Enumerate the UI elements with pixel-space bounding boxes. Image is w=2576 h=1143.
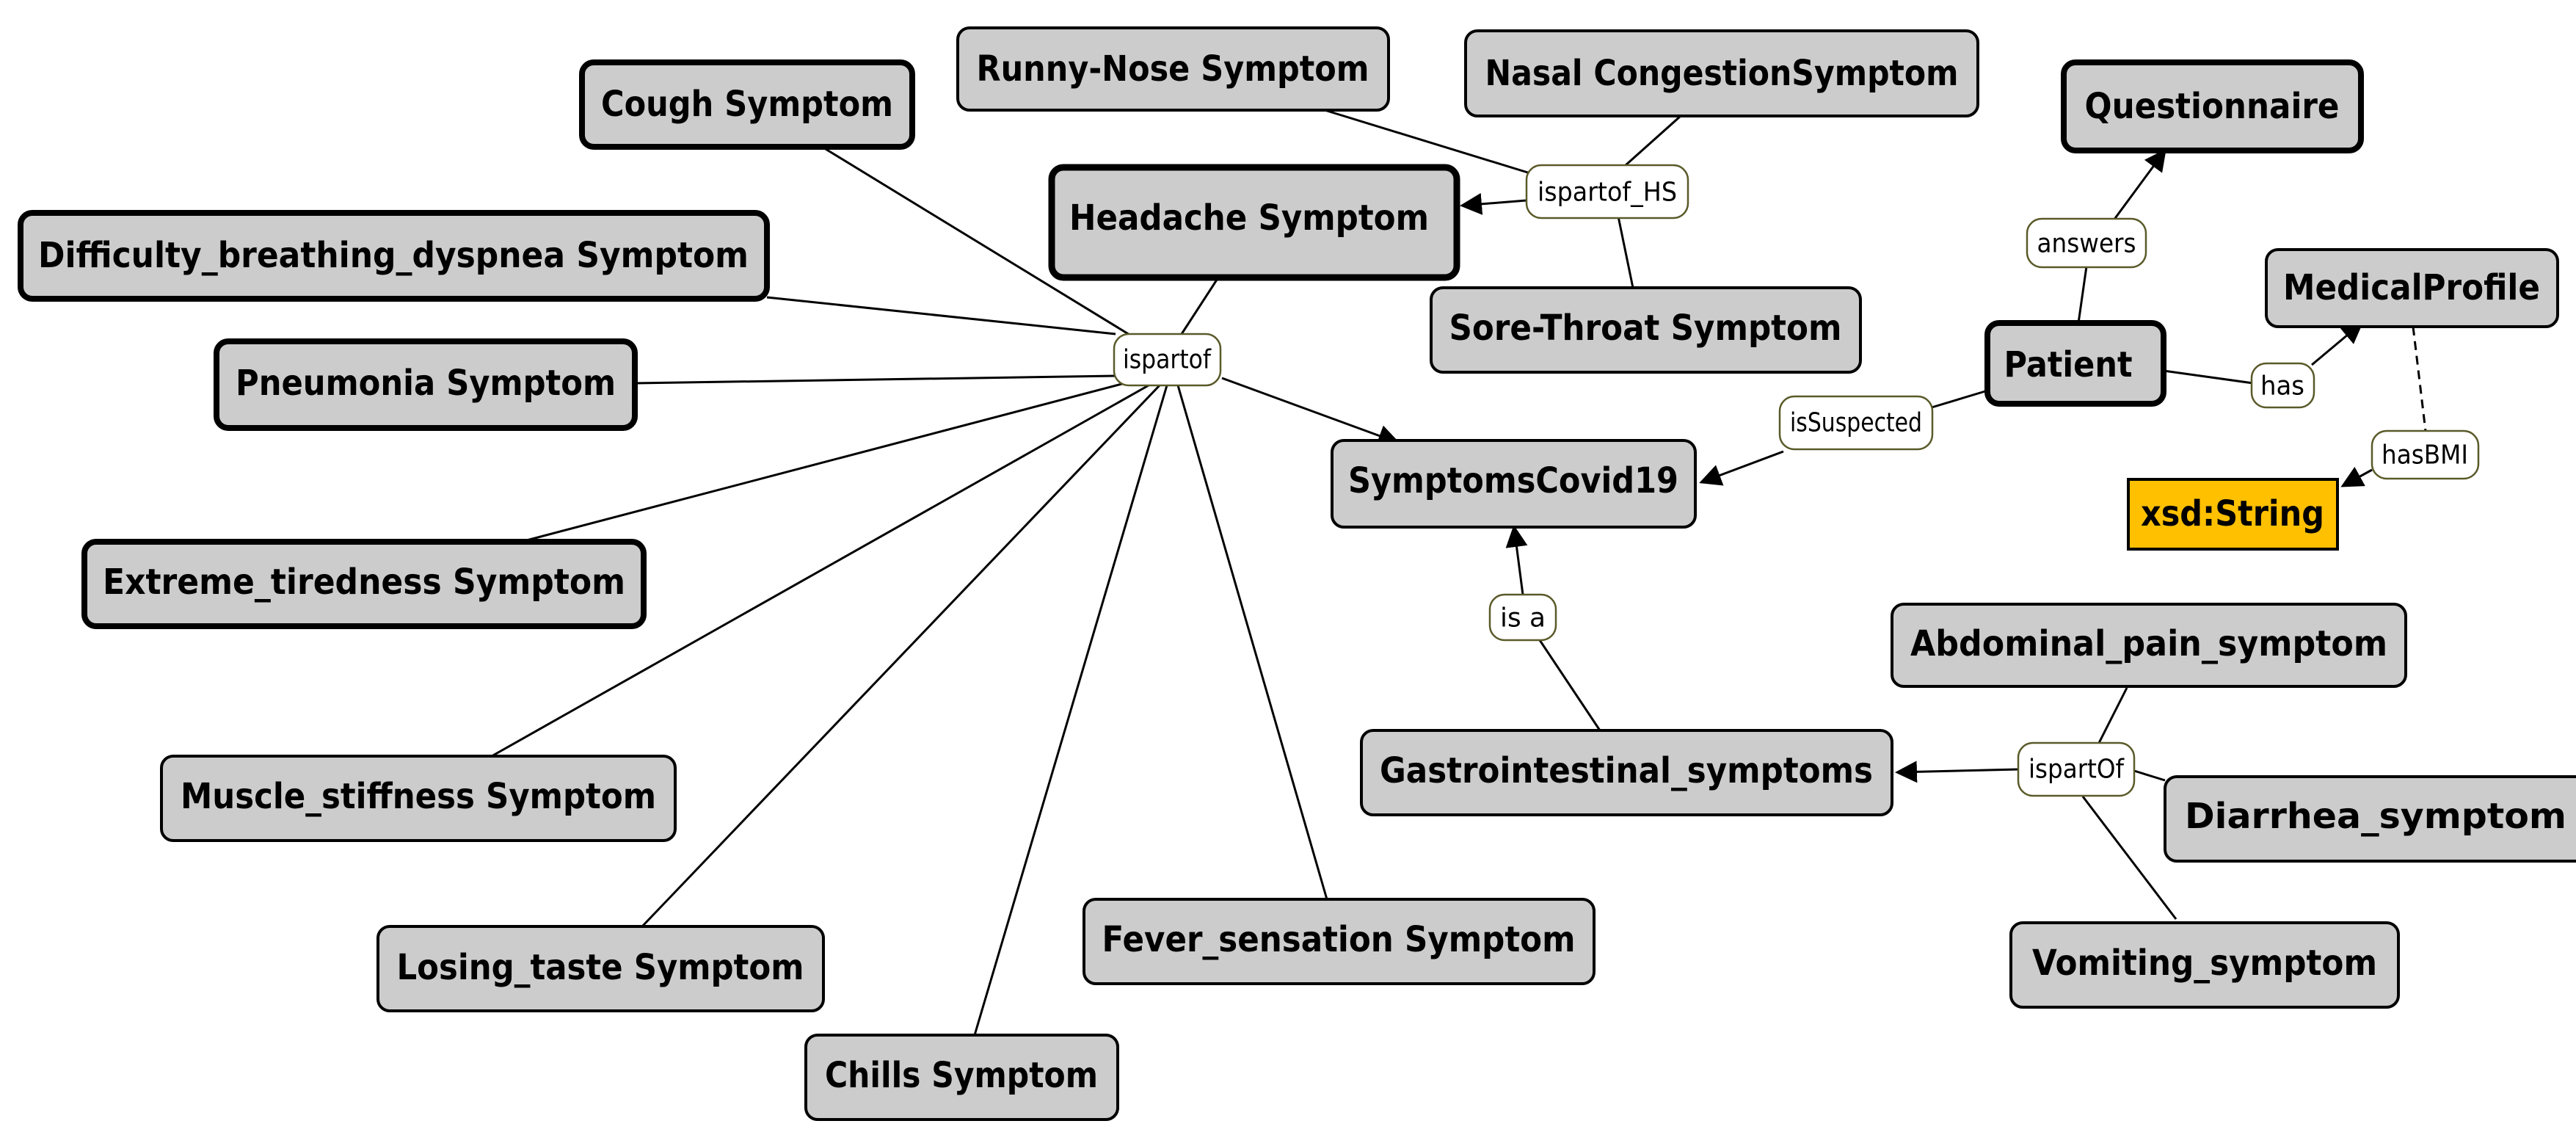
node-abdominal-pain[interactable]: Abdominal_pain_symptom: [1891, 603, 2407, 688]
node-label: Nasal CongestionSymptom: [1485, 53, 1959, 94]
node-label: Diarrhea_symptom: [2185, 796, 2566, 837]
edge-gastro-isa: [1538, 639, 1601, 731]
node-label: Muscle_stiffness Symptom: [181, 776, 656, 817]
relation-label: ispartOf: [2029, 755, 2125, 785]
edge-runnynose-ispartofhs: [1324, 109, 1531, 175]
node-medical-profile[interactable]: MedicalProfile: [2265, 248, 2559, 328]
edge-answers-questionnaire: [2112, 148, 2166, 221]
edge-headache-ispartof: [1180, 277, 1220, 335]
relation-ispartof-hs[interactable]: ispartof_HS: [1525, 164, 1689, 219]
edge-patient-has: [2163, 369, 2254, 385]
node-label: Gastrointestinal_symptoms: [1380, 750, 1873, 791]
edge-chills-ispartof: [973, 385, 1168, 1036]
nodes: Runny-Nose Symptom Nasal CongestionSympt…: [18, 26, 2576, 1121]
node-symptoms-covid19[interactable]: SymptomsCovid19: [1331, 439, 1697, 529]
node-label: Headache Symptom: [1069, 197, 1429, 239]
node-chills[interactable]: Chills Symptom: [804, 1034, 1119, 1121]
node-extreme-tiredness[interactable]: Extreme_tiredness Symptom: [81, 539, 647, 629]
relation-label: isSuspected: [1790, 408, 1922, 438]
edge-nasal-ispartofhs: [1625, 115, 1681, 167]
relation-hasbmi[interactable]: hasBMI: [2371, 429, 2480, 480]
node-label: MedicalProfile: [2283, 267, 2540, 308]
edges: [491, 109, 2427, 1036]
edge-patient-answers: [2077, 266, 2088, 324]
node-nasal-congestion[interactable]: Nasal CongestionSymptom: [1464, 29, 1979, 117]
node-diarrhea[interactable]: Diarrhea_symptom: [2164, 775, 2576, 863]
node-label: Extreme_tiredness Symptom: [103, 562, 625, 603]
edge-difficulty-ispartof: [766, 296, 1116, 335]
node-questionnaire[interactable]: Questionnaire: [2061, 59, 2364, 153]
datatype-box: [2127, 478, 2339, 551]
node-gastrointestinal[interactable]: Gastrointestinal_symptoms: [1360, 729, 1893, 816]
node-label: Pneumonia Symptom: [236, 363, 616, 404]
node-label: Abdominal_pain_symptom: [1910, 623, 2387, 664]
relation-labels: ispartof_HS answers ispartof has isSuspe…: [1113, 164, 2480, 797]
relation-label: ispartof_HS: [1538, 178, 1677, 208]
node-fever[interactable]: Fever_sensation Symptom: [1083, 898, 1596, 985]
relation-label: ispartof: [1123, 345, 1212, 375]
node-headache[interactable]: Headache Symptom: [1048, 164, 1460, 281]
edge-pneumonia-ispartof: [634, 374, 1116, 385]
node-label: Cough Symptom: [601, 84, 893, 125]
edge-fever-ispartof: [1176, 385, 1328, 900]
relation-label: hasBMI: [2382, 440, 2468, 471]
node-label: Patient: [2004, 344, 2133, 385]
node-label: Vomiting_symptom: [2032, 943, 2377, 984]
node-label: SymptomsCovid19: [1348, 460, 1678, 501]
edge-issuspected-symptoms: [1699, 450, 1784, 486]
edge-cough-ispartof: [821, 145, 1168, 359]
edge-ispartof-symptoms: [1221, 377, 1400, 446]
edge-vomiting-ispartof: [2081, 796, 2177, 920]
relation-label: answers: [2037, 229, 2136, 259]
edge-hasbmi-xsdstring: [2340, 466, 2373, 487]
node-cough[interactable]: Cough Symptom: [579, 59, 915, 150]
node-muscle-stiffness[interactable]: Muscle_stiffness Symptom: [160, 755, 677, 842]
relation-answers[interactable]: answers: [2026, 217, 2147, 269]
relation-ispartof-gi[interactable]: ispartOf: [2017, 741, 2136, 797]
node-xsd-string[interactable]: xsd:String: [2127, 478, 2339, 551]
node-runny-nose[interactable]: Runny-Nose Symptom: [956, 26, 1390, 112]
edge-has-medicalprofile: [2311, 322, 2364, 366]
node-label: xsd:String: [2141, 493, 2324, 534]
node-losing-taste[interactable]: Losing_taste Symptom: [376, 925, 825, 1012]
node-difficulty-breathing[interactable]: Difficulty_breathing_dyspnea Symptom: [18, 210, 770, 302]
node-patient[interactable]: Patient: [1984, 320, 2166, 407]
edge-diarrhea-ispartof: [2133, 769, 2166, 782]
edge-ispartof-gastro: [1895, 761, 2019, 783]
node-label: Runny-Nose Symptom: [977, 48, 1369, 90]
relation-issuspected[interactable]: isSuspected: [1778, 395, 1934, 451]
edge-muscle-ispartof: [491, 384, 1149, 758]
node-vomiting[interactable]: Vomiting_symptom: [2009, 921, 2400, 1009]
node-label: Losing_taste Symptom: [397, 947, 804, 988]
edge-ispartofhs-headache: [1460, 192, 1527, 215]
edge-abdominal-ispartof: [2097, 687, 2128, 744]
node-label: Questionnaire: [2085, 86, 2340, 127]
relation-is-a[interactable]: is a: [1488, 593, 1557, 642]
edge-patient-issuspected: [1931, 390, 1986, 409]
node-label: Fever_sensation Symptom: [1102, 919, 1576, 960]
node-pneumonia[interactable]: Pneumonia Symptom: [214, 338, 638, 431]
node-sore-throat[interactable]: Sore-Throat Symptom: [1430, 286, 1862, 374]
node-label: Chills Symptom: [825, 1055, 1098, 1096]
relation-has[interactable]: has: [2250, 362, 2315, 409]
relation-ispartof[interactable]: ispartof: [1113, 333, 1222, 387]
edge-isa-symptoms: [1505, 525, 1528, 595]
edge-tiredness-ispartof: [520, 380, 1131, 543]
edge-losing-ispartof: [641, 384, 1161, 928]
edge-sorethroat-ispartofhs: [1617, 216, 1634, 289]
node-label: Difficulty_breathing_dyspnea Symptom: [38, 235, 749, 276]
relation-label: has: [2260, 371, 2304, 402]
relation-label: is a: [1500, 603, 1546, 634]
edge-medicalprofile-hasbmi: [2412, 326, 2427, 432]
node-label: Sore-Throat Symptom: [1449, 308, 1842, 349]
